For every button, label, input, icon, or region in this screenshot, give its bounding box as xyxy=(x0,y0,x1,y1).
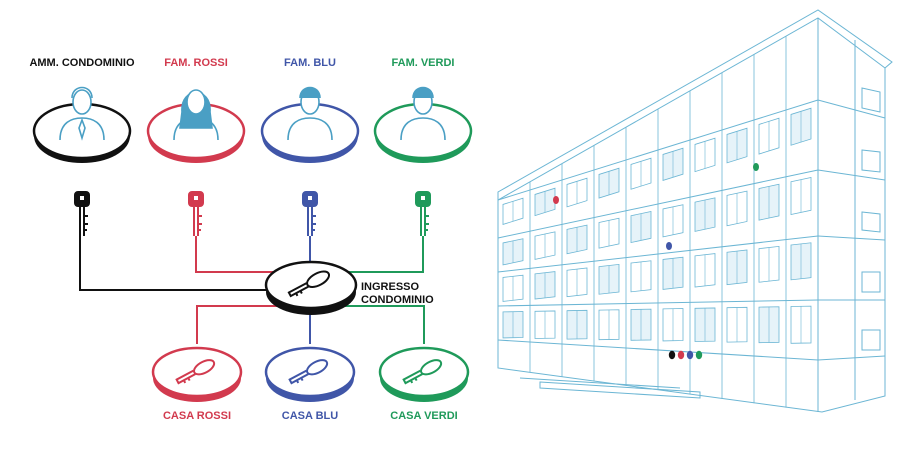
person-male-suit-icon xyxy=(59,86,105,141)
entrance-marker xyxy=(695,350,703,360)
key-icon xyxy=(415,191,431,236)
line-verdi xyxy=(342,236,424,273)
entrance-marker xyxy=(677,350,685,360)
doors-row: CASA ROSSI CASA BLU CASA VERDI xyxy=(151,346,470,422)
person-disc-1: FAM. ROSSI xyxy=(146,57,246,163)
line-to-casa-verdi xyxy=(340,305,425,344)
entrance-marker xyxy=(668,350,676,360)
apartment-marker xyxy=(753,163,759,171)
keys-row xyxy=(74,191,431,236)
line-admin xyxy=(79,236,272,291)
building-windows xyxy=(502,107,812,344)
key-lock-icon xyxy=(175,359,216,385)
entrance-marker xyxy=(686,350,694,360)
hub-ingresso-condominio: INGRESSO CONDOMINIO xyxy=(264,260,434,315)
house-disc-0: CASA ROSSI xyxy=(151,346,243,422)
person-label-0: AMM. CONDOMINIO xyxy=(29,57,135,69)
person-disc-2: FAM. BLU xyxy=(260,57,360,163)
person-label-3: FAM. VERDI xyxy=(392,57,455,69)
house-label-2: CASA VERDI xyxy=(390,410,457,422)
person-label-1: FAM. ROSSI xyxy=(164,57,228,69)
person-disc-0: AMM. CONDOMINIO xyxy=(29,57,135,163)
building-apartment-markers xyxy=(553,163,759,250)
line-rossi xyxy=(195,236,285,273)
apartment-marker xyxy=(666,242,672,250)
house-label-1: CASA BLU xyxy=(282,410,338,422)
person-male-icon xyxy=(287,86,333,141)
key-icon xyxy=(188,191,204,236)
house-label-0: CASA ROSSI xyxy=(163,410,231,422)
people-row: AMM. CONDOMINIO FAM. ROSSI FAM. BLU FAM. VE… xyxy=(29,57,473,163)
key-lock-icon xyxy=(288,359,329,385)
building-columns xyxy=(497,18,819,412)
person-male-icon xyxy=(400,86,446,141)
key-lock-icon xyxy=(402,359,443,385)
person-label-2: FAM. BLU xyxy=(284,57,336,69)
line-to-casa-rossi xyxy=(196,305,285,344)
building-entrance-markers xyxy=(668,350,703,360)
hub-label-line2: CONDOMINIO xyxy=(361,294,434,306)
key-icon xyxy=(302,191,318,236)
building-side-stripes xyxy=(861,87,881,351)
house-disc-1: CASA BLU xyxy=(264,346,356,422)
person-female-long-hair-icon xyxy=(173,89,219,141)
person-disc-3: FAM. VERDI xyxy=(373,57,473,163)
apartment-building-icon xyxy=(497,9,893,413)
hub-label-line1: INGRESSO xyxy=(361,281,420,293)
key-lock-icon xyxy=(287,270,331,298)
house-disc-2: CASA VERDI xyxy=(378,346,470,422)
key-icon xyxy=(74,191,90,236)
apartment-marker xyxy=(553,196,559,204)
connection-lines xyxy=(79,236,425,344)
